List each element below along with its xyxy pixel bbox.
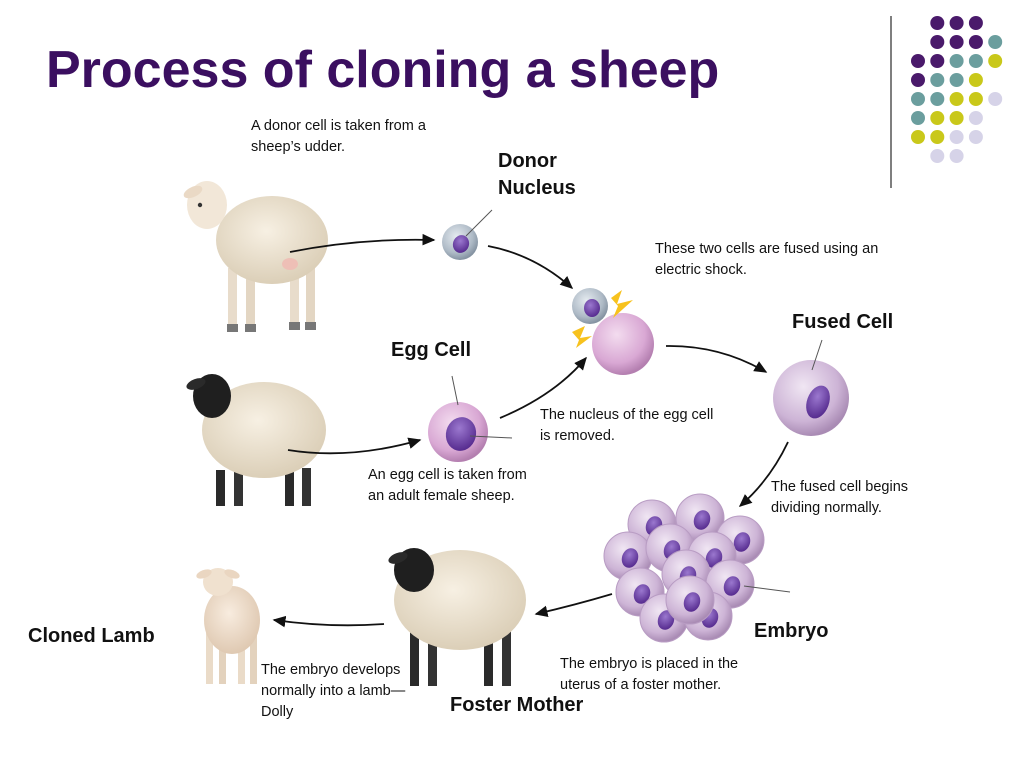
arrow-egg-to-fusion <box>499 356 587 419</box>
caption-donor-cell: A donor cell is taken from a sheep’s udd… <box>251 116 426 158</box>
label-donor-nucleus-line2: Nucleus <box>498 177 576 199</box>
arrow-foster-to-lamb <box>272 615 385 628</box>
embryo-nucleus <box>621 548 639 568</box>
caption-placed-line2: uterus of a foster mother. <box>560 677 722 693</box>
arrow-donor-to-fusion <box>487 245 574 289</box>
page-title: Process of cloning a sheep <box>46 41 720 99</box>
egg-nucleus-pointer <box>469 435 513 439</box>
caption-donor-cell-line1: A donor cell is taken from a <box>251 118 426 134</box>
decorative-dot <box>911 130 925 144</box>
decorative-dot <box>930 35 945 49</box>
fused-cell-pointer <box>811 339 823 371</box>
arrow-fusion-to-fused <box>665 345 768 373</box>
decorative-dot <box>911 73 925 87</box>
spark-icon <box>572 326 592 348</box>
decorative-dot <box>949 73 964 87</box>
donor-sheep <box>183 181 328 332</box>
decorative-dot <box>930 130 945 144</box>
decorative-dot <box>930 149 945 163</box>
decorative-dot <box>988 92 1003 106</box>
decorative-dot <box>930 73 945 87</box>
fused-cell <box>773 360 849 436</box>
embryo-nucleus <box>633 584 651 604</box>
caption-egg-taken-line2: an adult female sheep. <box>368 488 515 504</box>
arrow-embryo-to-foster <box>534 593 613 618</box>
caption-dividing-line1: The fused cell begins <box>771 479 909 495</box>
caption-develops-line3: Dolly <box>261 704 294 720</box>
decorative-dot <box>949 16 964 30</box>
caption-nucleus-removed: The nucleus of the egg cell is removed. <box>540 405 713 447</box>
label-donor-nucleus-line1: Donor <box>498 150 557 172</box>
caption-fused-line1: These two cells are fused using an <box>655 241 879 257</box>
embryo-nucleus <box>683 592 701 612</box>
embryo-nucleus <box>733 532 751 552</box>
decorative-dot <box>911 92 925 106</box>
caption-dividing-line2: dividing normally. <box>771 500 882 516</box>
egg-donor-sheep <box>186 374 326 506</box>
fusing-cells <box>572 288 654 375</box>
foster-mother-sheep <box>388 548 526 686</box>
decorative-dot <box>949 130 964 144</box>
caption-develops-line1: The embryo develops <box>261 662 401 678</box>
egg-cell <box>428 402 488 462</box>
decorative-dot <box>968 130 983 144</box>
decorative-dot <box>988 54 1003 68</box>
spark-icon <box>611 290 633 318</box>
decorative-dot <box>949 111 964 125</box>
decorative-dot <box>968 111 983 125</box>
decorative-dot <box>968 54 983 68</box>
decorative-dot <box>949 92 964 106</box>
label-fused-cell: Fused Cell <box>792 311 894 333</box>
caption-fused: These two cells are fused using an elect… <box>655 239 878 281</box>
caption-develops: The embryo develops normally into a lamb… <box>261 660 405 723</box>
decorative-dot <box>949 149 964 163</box>
caption-nucleus-removed-line2: is removed. <box>540 428 615 444</box>
embryo-pointer <box>743 585 791 593</box>
caption-fused-line2: electric shock. <box>655 262 747 278</box>
decorative-dot <box>968 16 983 30</box>
label-egg-cell: Egg Cell <box>391 339 472 361</box>
caption-develops-line2: normally into a lamb— <box>261 683 406 699</box>
arrow-donor-to-cell <box>289 233 436 253</box>
label-foster-mother: Foster Mother <box>450 694 584 716</box>
decorative-dot <box>930 92 945 106</box>
decorative-dot <box>911 111 925 125</box>
caption-egg-taken: An egg cell is taken from an adult femal… <box>368 465 527 507</box>
embryo-nucleus <box>723 576 741 596</box>
caption-placed: The embryo is placed in the uterus of a … <box>560 654 738 696</box>
caption-nucleus-removed-line1: The nucleus of the egg cell <box>540 407 714 423</box>
arrow-fused-to-embryo <box>738 441 789 507</box>
embryo-nucleus <box>657 610 675 630</box>
decorative-dot <box>988 35 1003 49</box>
embryo-cluster <box>603 493 765 643</box>
decorative-dot <box>930 16 945 30</box>
decorative-dot <box>968 35 983 49</box>
arrow-sheep-to-egg <box>287 437 422 455</box>
label-cloned-lamb: Cloned Lamb <box>28 625 155 647</box>
egg-cell-pointer <box>451 375 459 406</box>
cloned-lamb <box>196 568 260 684</box>
decorative-dot <box>949 35 964 49</box>
caption-dividing: The fused cell begins dividing normally. <box>771 477 908 519</box>
decorative-dot <box>949 54 964 68</box>
decorative-dot <box>968 92 983 106</box>
caption-donor-cell-line2: sheep’s udder. <box>251 139 346 155</box>
embryo-nucleus <box>693 510 711 530</box>
donor-nucleus-pointer <box>465 209 493 237</box>
decorative-dot <box>911 54 925 68</box>
decorative-dot <box>968 73 983 87</box>
caption-placed-line1: The embryo is placed in the <box>560 656 739 672</box>
caption-egg-taken-line1: An egg cell is taken from <box>368 467 527 483</box>
label-embryo: Embryo <box>754 620 829 642</box>
decorative-dot <box>930 54 945 68</box>
decorative-dot <box>930 111 945 125</box>
label-donor-nucleus: Donor Nucleus <box>498 148 576 202</box>
